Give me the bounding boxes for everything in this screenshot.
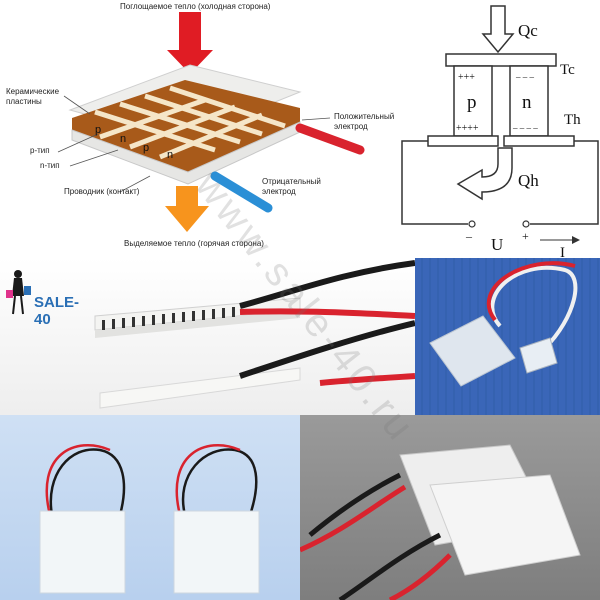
n-leg <box>509 65 549 137</box>
cutaway-letter-p1: p <box>95 124 101 136</box>
n-type-label: n-тип <box>40 161 60 170</box>
semiconductor-legs <box>102 307 235 330</box>
copper-grid <box>94 85 286 160</box>
qh-label: Qh <box>518 171 539 190</box>
stacked-module-front <box>429 474 581 576</box>
n-leg-label: n <box>522 92 532 113</box>
hot-heat-arrow <box>165 186 209 232</box>
conductor-label: Проводник (контакт) <box>64 187 140 196</box>
positive-electrode-label-1: Положительный <box>334 112 395 121</box>
plus-charges-bottom: ++++ <box>456 123 479 134</box>
plus-terminal-sign: + <box>522 229 529 243</box>
product-photo-blue-backdrop <box>415 258 600 415</box>
negative-electrode-label-2: электрод <box>262 187 296 196</box>
cold-heat-arrow <box>167 12 213 74</box>
product-photo-pair <box>0 415 300 600</box>
cutaway-letter-n1: n <box>120 133 126 145</box>
store-logo: SALE-40 <box>4 268 94 328</box>
black-wire-bottom <box>239 320 415 379</box>
ceramic-plates-label-2: пластины <box>6 97 42 106</box>
current-label: I <box>560 245 565 258</box>
minus-charges-bottom: – – – – <box>512 123 538 133</box>
minus-terminal-sign: – <box>465 229 473 243</box>
product-photo-wires: SALE-40 <box>0 258 415 415</box>
hot-plate-left <box>427 135 499 147</box>
voltage-label: U <box>491 235 503 254</box>
cutaway-letter-p2: p <box>143 142 149 154</box>
released-heat-label: Выделяемое тепло (горячая сторона) <box>124 239 264 248</box>
plus-charges-top: +++ <box>458 72 475 83</box>
circuit-wire <box>401 140 468 225</box>
qc-arrow <box>481 5 515 54</box>
positive-electrode-wire <box>295 123 365 155</box>
current-arrow <box>540 236 580 244</box>
hot-plate-right <box>503 135 575 147</box>
cutaway-letter-n2: n <box>167 149 173 161</box>
cold-plate <box>445 53 557 67</box>
stacked-modules-photo <box>300 444 581 600</box>
negative-electrode-label-1: Отрицательный <box>262 177 321 186</box>
shopper-figure-icon <box>6 270 31 315</box>
module-with-connector-photo <box>429 261 578 387</box>
module-right <box>173 510 260 594</box>
p-type-label: р-тип <box>30 146 50 155</box>
peltier-cutaway-diagram: p n p n Поглощаемое тепло (холодная стор… <box>0 0 400 258</box>
module-edge-photo <box>94 260 415 409</box>
th-label: Th <box>564 112 581 128</box>
cutaway-illustration: p n p n <box>57 12 365 232</box>
product-photo-stacked <box>300 415 600 600</box>
schematic-drawing: Qc Tc Th Qh p n +++ ++++ – – – – – – – –… <box>401 5 599 258</box>
module-bottom-plate <box>99 367 301 409</box>
minus-terminal <box>468 220 476 228</box>
two-modules-photo <box>39 444 260 594</box>
module-square <box>429 315 516 387</box>
qc-label: Qc <box>518 21 538 40</box>
red-wire-top <box>239 308 415 319</box>
tc-label: Tc <box>560 62 575 78</box>
module-left <box>39 510 126 594</box>
positive-electrode-label-2: электрод <box>334 122 368 131</box>
negative-electrode-wire <box>210 171 273 213</box>
qh-arrow <box>456 147 513 201</box>
absorbed-heat-label: Поглощаемое тепло (холодная сторона) <box>120 2 271 11</box>
red-wire-bottom <box>319 373 415 386</box>
p-leg-label: p <box>467 92 477 113</box>
minus-charges-top: – – – <box>515 72 535 82</box>
thermoelectric-schematic: Qc Tc Th Qh p n +++ ++++ – – – – – – – –… <box>400 0 600 258</box>
connector-plug <box>519 337 558 374</box>
plus-terminal <box>522 220 530 228</box>
ceramic-plates-label-1: Керамические <box>6 87 60 96</box>
black-wire-top <box>239 260 415 309</box>
store-name: SALE-40 <box>34 294 79 328</box>
